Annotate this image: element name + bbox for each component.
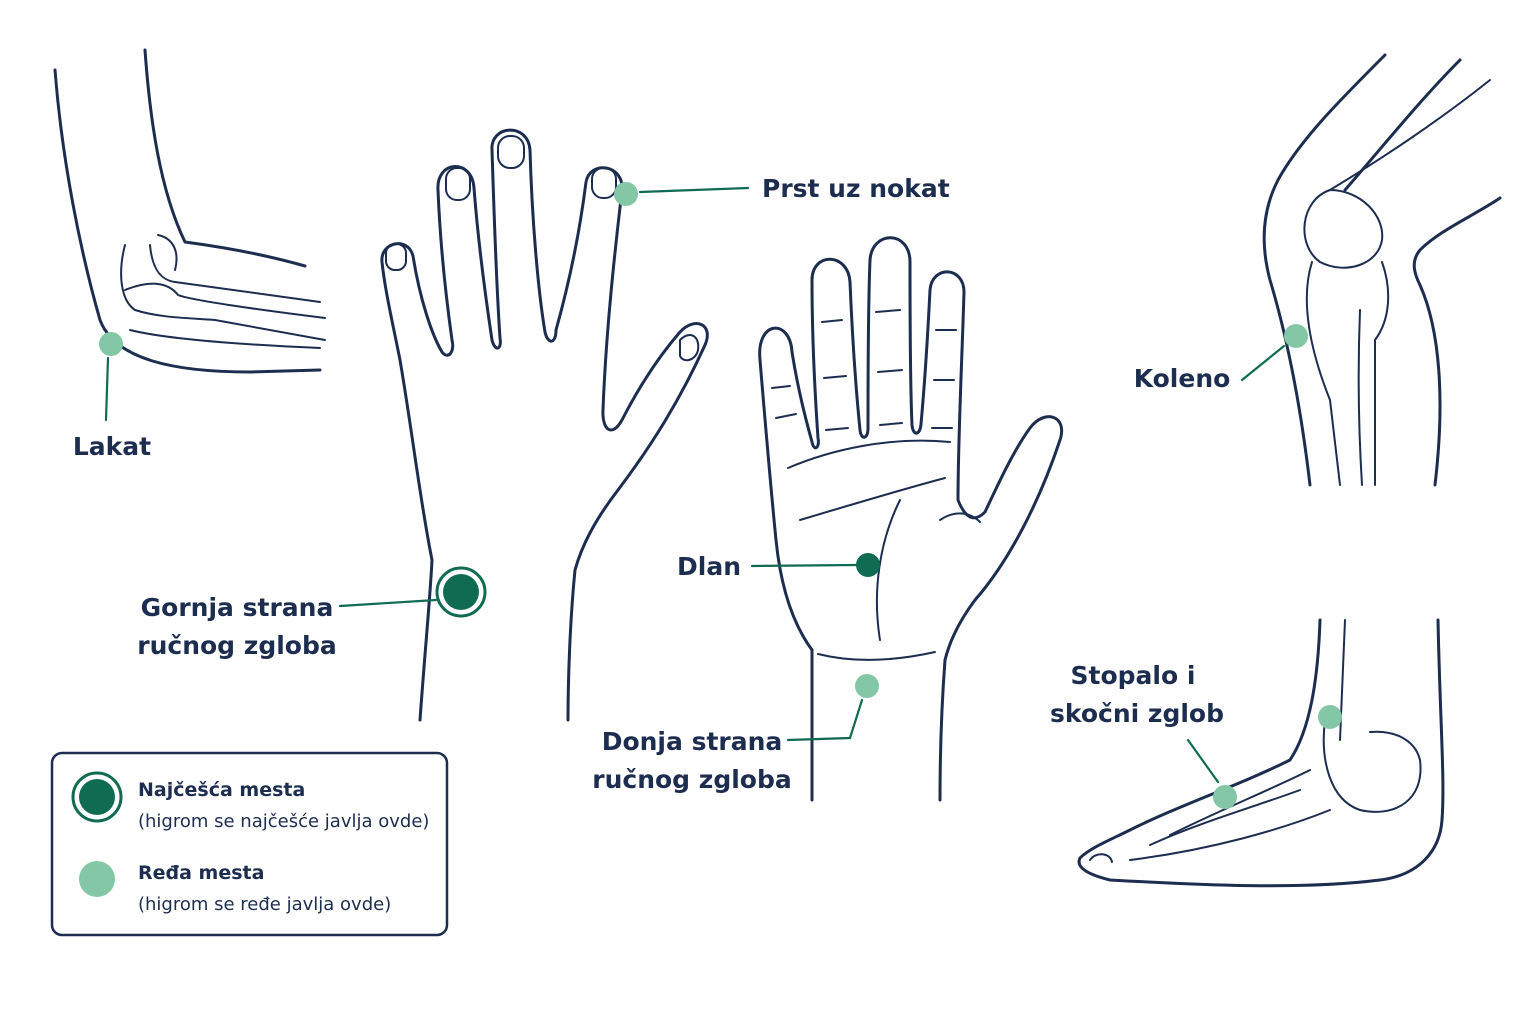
legend-box [50,751,449,937]
label-wrist-bottom-line2: ručnog zgloba [592,765,791,794]
leader-lines [104,186,1286,784]
labels: Lakat Prst uz nokat Koleno Gornja strana… [73,174,1230,794]
leader-palm [750,563,858,568]
leader-foot [1186,738,1220,784]
marker-palm [856,553,880,577]
label-foot-line1: Stopalo i [1071,661,1196,690]
label-wrist-top-line1: Gornja strana [141,593,334,622]
knee-illustration [1262,53,1502,487]
label-elbow: Lakat [73,432,151,461]
legend-common-title: Najčešća mesta [138,779,305,801]
legend-rare-desc: (higrom se ređe javlja ovde) [138,894,391,915]
leader-wrist-bottom [786,698,864,742]
marker-finger [614,182,638,206]
leader-finger [638,186,750,194]
label-wrist-top-line2: ručnog zgloba [137,631,336,660]
marker-knee [1284,324,1308,348]
label-foot-line2: skočni zglob [1050,699,1224,728]
marker-wrist-bottom [855,674,879,698]
leader-knee [1240,344,1286,382]
palm-illustration [758,236,1064,802]
foot-illustration [1077,618,1445,888]
leader-elbow [104,356,110,422]
marker-wrist-top [435,566,487,618]
elbow-illustration [53,48,326,374]
legend: Najčešća mesta (higrom se najčešće javlj… [50,751,449,937]
marker-elbow [99,332,123,356]
legend-common-desc: (higrom se najčešće javlja ovde) [138,811,429,832]
label-palm: Dlan [677,552,741,581]
label-knee: Koleno [1134,364,1231,393]
marker-ankle [1318,705,1342,729]
hand-back-illustration [380,128,709,722]
label-wrist-bottom-line1: Donja strana [602,727,783,756]
marker-foot [1213,785,1237,809]
markers [99,182,1342,809]
legend-common-icon [71,771,123,823]
label-finger: Prst uz nokat [762,174,950,203]
legend-rare-icon [79,861,115,897]
leader-wrist-top [338,598,438,608]
legend-rare-title: Ređa mesta [138,862,264,884]
